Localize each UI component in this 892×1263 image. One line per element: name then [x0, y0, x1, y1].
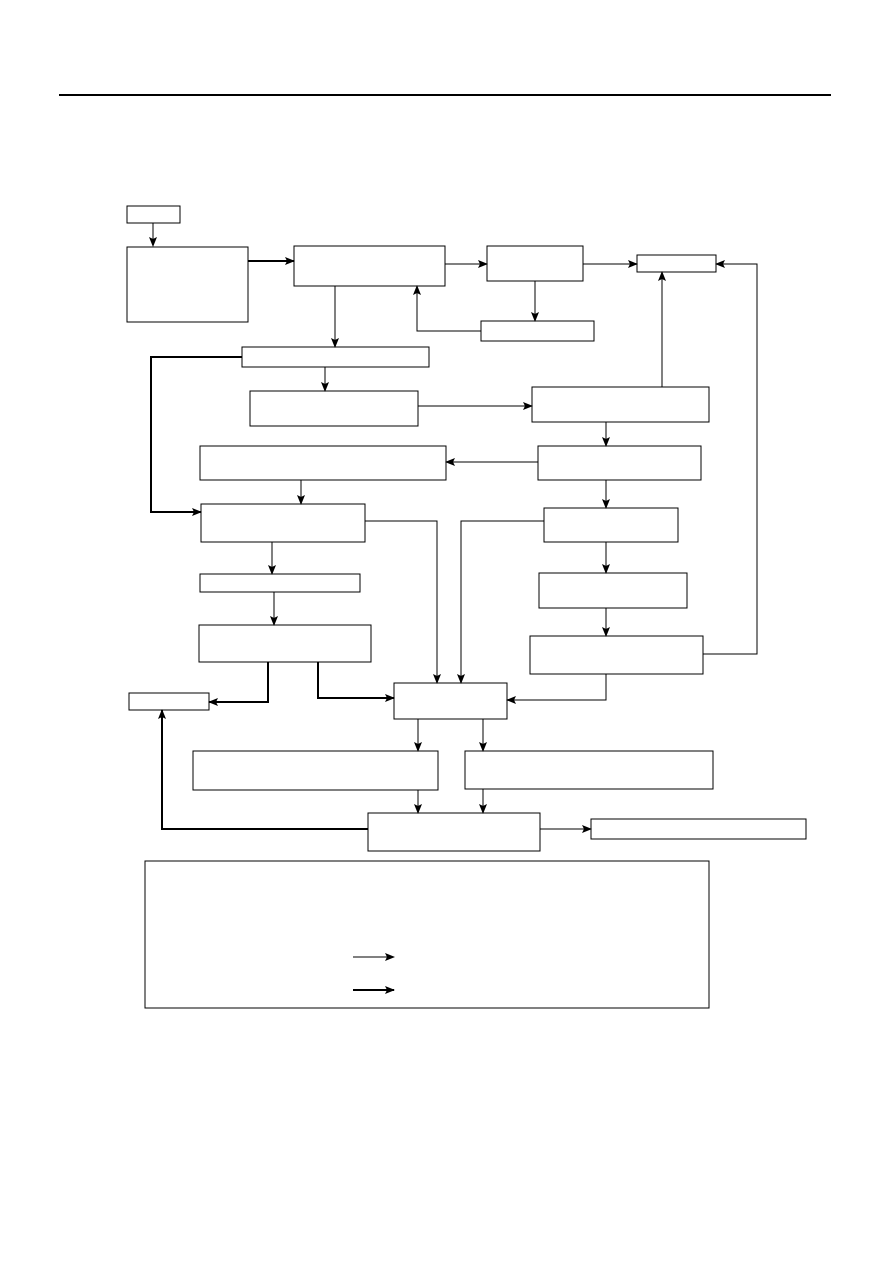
input-box [126, 246, 249, 323]
output-top-right-box [636, 254, 717, 273]
arrow-right-step-5-to-output [703, 260, 758, 655]
arrow-feedback-to-process-a [413, 285, 481, 332]
right-step-2-box [537, 445, 702, 481]
wide-label-box [241, 346, 430, 368]
right-step-4-box [538, 572, 688, 609]
final-box [367, 812, 541, 852]
right-step-3-box [543, 507, 679, 543]
left-step-4-box [198, 624, 372, 663]
feedback-small-box [480, 320, 595, 342]
arrow-left-step-4-to-center-merge [317, 662, 395, 702]
arrow-right-step-5-to-center-merge [506, 674, 607, 704]
bottom-left-box [192, 750, 439, 791]
left-thin-box [199, 573, 361, 593]
arrow-wide-label-to-left-step-3 [150, 356, 242, 516]
final-output-box [590, 818, 807, 840]
start-box [126, 205, 181, 224]
center-merge-box [393, 682, 508, 720]
arrow-left-step-3-to-center-merge [365, 520, 441, 684]
left-step-3-box [200, 503, 366, 543]
right-step-1-box [531, 386, 710, 423]
arrow-right-step-3-to-center-merge [457, 520, 544, 684]
process-b-box [486, 245, 584, 282]
arrow-final-to-left-output [158, 709, 368, 830]
left-output-box [128, 692, 210, 711]
left-wide-box [199, 445, 447, 481]
step-2-box [249, 390, 419, 427]
right-step-5-box [529, 635, 704, 675]
process-a-box [293, 245, 446, 287]
bottom-right-box [464, 750, 714, 790]
legend-box [144, 860, 710, 1009]
arrow-left-step-4-to-left-output [208, 662, 269, 706]
